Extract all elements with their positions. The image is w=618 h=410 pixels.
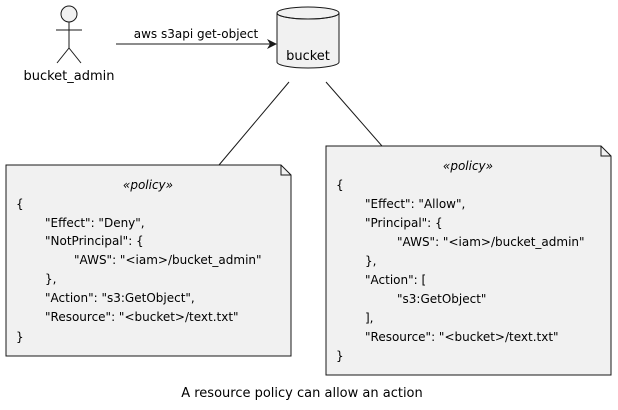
message-arrow: aws s3api get-object (116, 27, 277, 49)
policy-note-allow: «policy» { "Effect": "Allow", "Principal… (325, 145, 612, 376)
note-line: "Action": "s3:GetObject", (45, 291, 195, 305)
note-line: "Resource": "<bucket>/text.txt" (45, 310, 239, 324)
note-line: { (16, 197, 24, 211)
actor-bucket-admin: bucket_admin (23, 5, 115, 84)
stick-figure-icon (56, 5, 82, 64)
note-line: "Effect": "Deny", (45, 216, 145, 230)
note-line: "s3:GetObject" (397, 292, 486, 306)
note-line: "AWS": "<iam>/bucket_admin" (397, 235, 585, 249)
diagram-caption: A resource policy can allow an action (181, 386, 423, 401)
note-line: "Effect": "Allow", (365, 197, 465, 211)
database-bucket: bucket (276, 6, 340, 69)
policy-note-deny: «policy» { "Effect": "Deny", "NotPrincip… (5, 164, 292, 357)
note-line: } (336, 349, 344, 363)
note-stereotype: «policy» (443, 159, 493, 173)
note-line: "Principal": { (365, 216, 443, 230)
note-line: "AWS": "<iam>/bucket_admin" (74, 253, 262, 267)
note-line: "Resource": "<bucket>/text.txt" (365, 330, 559, 344)
connector-left (218, 81, 290, 166)
note-line: ], (365, 311, 374, 325)
message-label: aws s3api get-object (134, 27, 259, 41)
note-stereotype: «policy» (123, 178, 173, 192)
note-line: } (16, 330, 24, 344)
note-line: "Action": [ (365, 273, 426, 287)
note-line: "NotPrincipal": { (45, 234, 144, 248)
actor-label: bucket_admin (23, 69, 114, 84)
note-line: }, (45, 272, 56, 286)
note-line: }, (365, 254, 376, 268)
connector-right (325, 81, 383, 147)
database-label: bucket (286, 49, 330, 64)
note-line: { (336, 178, 344, 192)
